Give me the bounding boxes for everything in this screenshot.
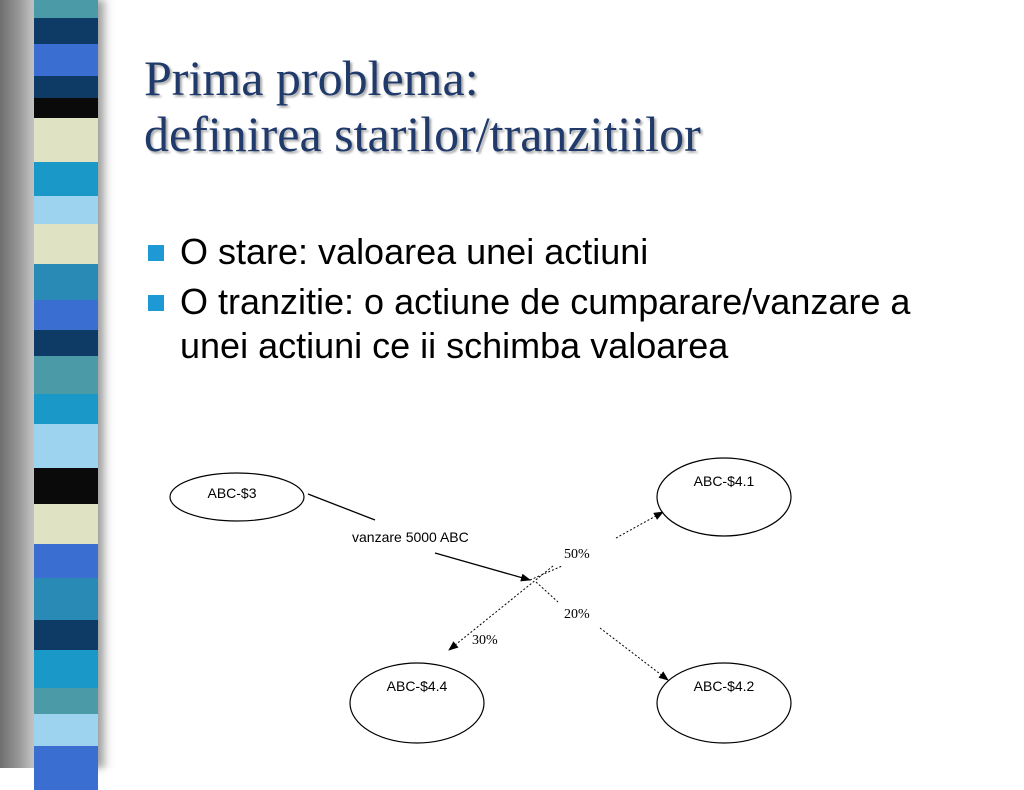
action-edge-segment-2 [434,552,531,582]
state-node-top-right-shape [656,457,792,537]
state-node-bottom-right-label: ABC-$4.2 [694,678,755,694]
stripe-segment [34,578,98,620]
action-label: vanzare 5000 ABC [352,529,469,545]
state-node-bottom-left-label: ABC-$4.4 [387,678,448,694]
state-node-start-label: ABC-$3 [207,485,256,501]
state-node-bottom-right: ABC-$4.2 [656,662,792,744]
outcome-edge-top-right-a [529,565,563,581]
stripe-segment [34,356,98,394]
state-node-start: ABC-$3 [169,472,305,522]
stripe-segment [34,688,98,714]
bullet-item-transition: O tranzitie: o actiune de cumparare/vanz… [144,280,984,368]
state-node-top-right-label: ABC-$4.1 [694,473,755,489]
slide-title-line-2: definirea starilor/tranzitiilor [144,106,701,162]
stripe-segment [34,468,98,504]
stripe-segment [34,98,98,118]
stripe-segment [34,394,98,424]
bullet-item-state: O stare: valoarea unei actiuni [144,230,984,274]
square-bullet-icon [148,295,164,311]
probability-label-bottom-left: 30% [472,633,498,648]
action-edge [307,493,531,582]
stripe-segment [34,620,98,650]
probability-label-top-right: 50% [564,547,590,562]
outcome-edges [448,511,669,681]
stripe-segment [34,118,98,162]
slide-title: Prima problema: definirea starilor/tranz… [144,50,701,162]
stripe-segment [34,714,98,746]
stripe-segment [34,650,98,688]
bullet-text-transition: O tranzitie: o actiune de cumparare/vanz… [180,281,911,366]
square-bullet-icon [148,245,164,261]
slide-title-line-1: Prima problema: [144,50,479,106]
stripe-segment [34,224,98,264]
decorative-stripe-bar [34,0,98,790]
outcome-edge-top-right-b [615,511,664,539]
stripe-segment [34,162,98,196]
stripe-segment [34,544,98,578]
state-node-start-shape [169,472,305,522]
state-node-bottom-left-shape [349,662,485,744]
probability-label-bottom-right: 20% [564,607,590,622]
state-node-top-right: ABC-$4.1 [656,457,792,537]
bullet-text-state: O stare: valoarea unei actiuni [180,231,649,272]
state-node-bottom-left: ABC-$4.4 [349,662,485,744]
state-node-bottom-right-shape [656,662,792,744]
stripe-segment [34,300,98,330]
stripe-segment [34,18,98,44]
stripe-segment [34,0,98,18]
outcome-edge-bottom-right-a [535,581,559,603]
stripe-segment [34,44,98,76]
stripe-segment [34,196,98,224]
stripe-segment [34,504,98,544]
outcome-edge-bottom-left [448,565,554,651]
bullet-list: O stare: valoarea unei actiuni O tranzit… [144,230,984,374]
stripe-segment [34,330,98,356]
action-edge-segment-1 [307,493,376,521]
outcome-edge-bottom-right-b [599,627,669,681]
state-transition-diagram: ABC-$3 ABC-$4.1 ABC-$4.4 ABC-$4.2 vanzar… [169,457,792,744]
stripe-segment [34,76,98,98]
stripe-segment [34,264,98,300]
stripe-segment [34,424,98,468]
